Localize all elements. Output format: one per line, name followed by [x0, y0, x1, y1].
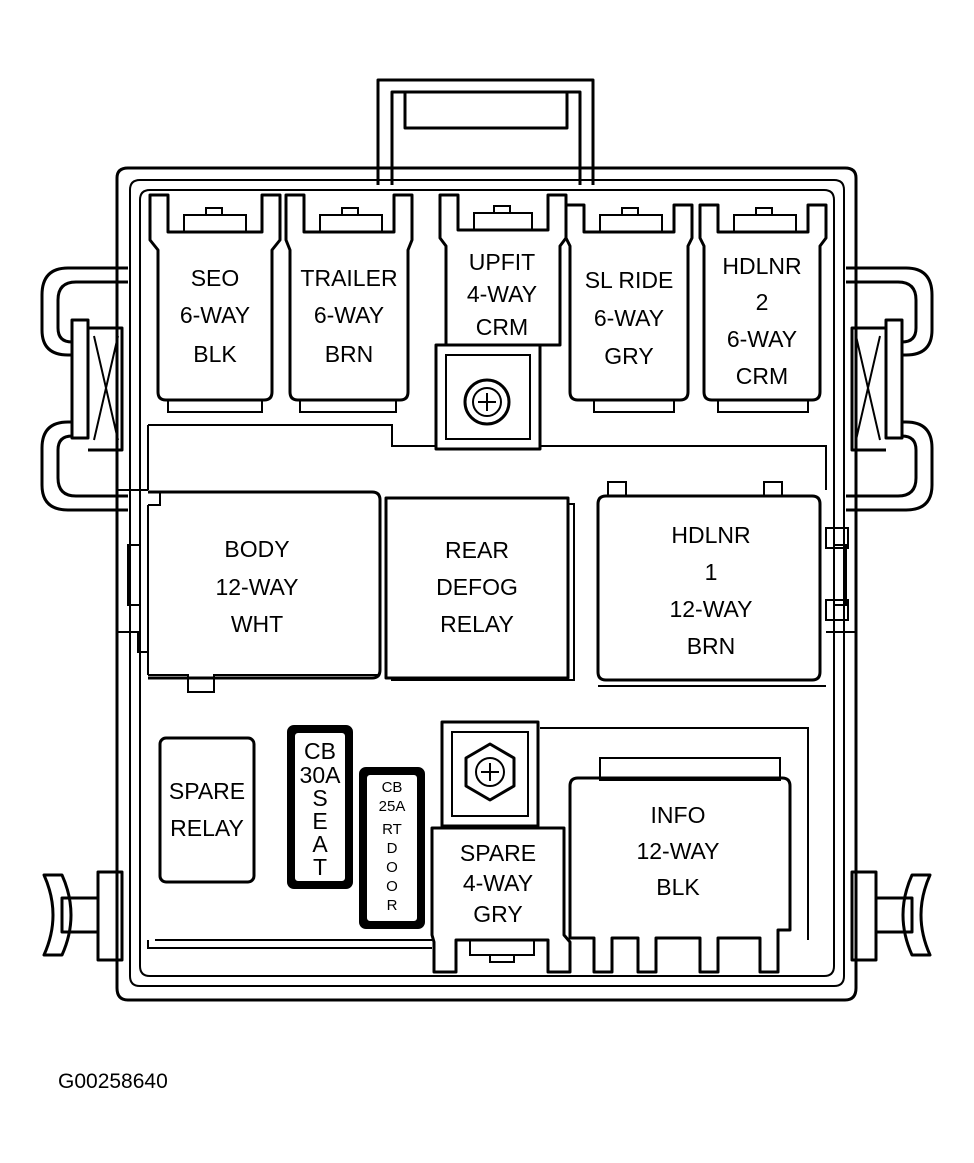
cb25-label-line5: O: [386, 859, 398, 876]
connector-body: BODY 12-WAY WHT: [147, 490, 382, 680]
circuit-breaker-25a: CB 25A RT D O O R: [359, 767, 425, 929]
connector-trailer: TRAILER 6-WAY BRN: [284, 193, 414, 413]
spare4-label-line1: SPARE: [460, 840, 536, 866]
spare4-label-line2: 4-WAY: [463, 870, 533, 896]
spare4-label-line3: GRY: [473, 901, 522, 927]
top-latch-tab: [376, 78, 595, 185]
cb30-label-line6: T: [313, 854, 327, 880]
upfit-label-line3: CRM: [476, 314, 528, 340]
spare-relay-label-line2: RELAY: [170, 815, 244, 841]
cb30-label-line5: A: [312, 831, 328, 857]
cb30-label-line4: E: [312, 808, 327, 834]
hdlnr2-label-line2: 2: [756, 289, 769, 315]
sl-ride-label-line3: GRY: [604, 343, 653, 369]
circuit-breaker-30a: CB 30A S E A T: [287, 725, 353, 889]
info-label-line1: INFO: [651, 802, 706, 828]
seo-label-line1: SEO: [191, 265, 240, 291]
cb30-label-line3: S: [312, 785, 327, 811]
right-bottom-stud: [850, 870, 932, 962]
rear-defog-label-line2: DEFOG: [436, 574, 518, 600]
left-bottom-stud: [42, 870, 124, 962]
connector-upfit: UPFIT 4-WAY CRM: [438, 193, 568, 347]
spare-relay-label-line1: SPARE: [169, 778, 245, 804]
trailer-label-line3: BRN: [325, 341, 374, 367]
cb30-label-line1: CB: [304, 738, 336, 764]
info-label-line2: 12-WAY: [636, 838, 719, 864]
body-label-line1: BODY: [224, 536, 289, 562]
upfit-label-line2: 4-WAY: [467, 281, 537, 307]
cb25-label-line2: 25A: [379, 798, 406, 815]
cb25-label-line7: R: [387, 897, 398, 914]
connector-seo: SEO 6-WAY BLK: [148, 193, 282, 413]
figure-id: G00258640: [58, 1070, 168, 1093]
seo-label-line2: 6-WAY: [180, 302, 250, 328]
cb30-label-line2: 30A: [300, 762, 342, 788]
housing: [115, 166, 858, 1002]
hdlnr1-label-line4: BRN: [687, 633, 736, 659]
rear-defog-label-line1: REAR: [445, 537, 509, 563]
cb25-label-line1: CB: [382, 779, 403, 796]
spare-relay: SPARE RELAY: [158, 736, 256, 884]
body-label-line3: WHT: [231, 611, 283, 637]
cb25-label-line6: O: [386, 878, 398, 895]
cb25-label-line4: D: [387, 840, 398, 857]
hdlnr1-label-line1: HDLNR: [671, 522, 750, 548]
connector-spare-4way: SPARE 4-WAY GRY: [430, 826, 572, 974]
hdlnr1-label-line2: 1: [705, 559, 718, 585]
sl-ride-label-line1: SL RIDE: [585, 267, 674, 293]
trailer-label-line2: 6-WAY: [314, 302, 384, 328]
connector-hdlnr-1: HDLNR 1 12-WAY BRN: [596, 481, 822, 682]
info-label-line3: BLK: [656, 874, 700, 900]
body-label-line2: 12-WAY: [215, 574, 298, 600]
cb25-label-line3: RT: [382, 821, 402, 838]
connector-sl-ride: SL RIDE 6-WAY GRY: [564, 203, 694, 413]
rear-defog-label-line3: RELAY: [440, 611, 514, 637]
hdlnr1-label-line3: 12-WAY: [669, 596, 752, 622]
hdlnr2-label-line1: HDLNR: [722, 253, 801, 279]
connector-info: INFO 12-WAY BLK: [568, 757, 792, 974]
rear-defog-relay: REAR DEFOG RELAY: [384, 496, 575, 681]
hdlnr2-label-line3: 6-WAY: [727, 326, 797, 352]
upper-stud-terminal: [434, 343, 542, 451]
sl-ride-label-line2: 6-WAY: [594, 305, 664, 331]
seo-label-line3: BLK: [193, 341, 237, 367]
connector-hdlnr-2: HDLNR 2 6-WAY CRM: [698, 203, 828, 413]
hdlnr2-label-line4: CRM: [736, 363, 788, 389]
left-mount-brackets: [40, 266, 128, 512]
trailer-label-line1: TRAILER: [300, 265, 397, 291]
right-mount-brackets: [846, 266, 934, 512]
lower-stud-terminal: [440, 720, 540, 828]
upfit-label-line1: UPFIT: [469, 249, 535, 275]
